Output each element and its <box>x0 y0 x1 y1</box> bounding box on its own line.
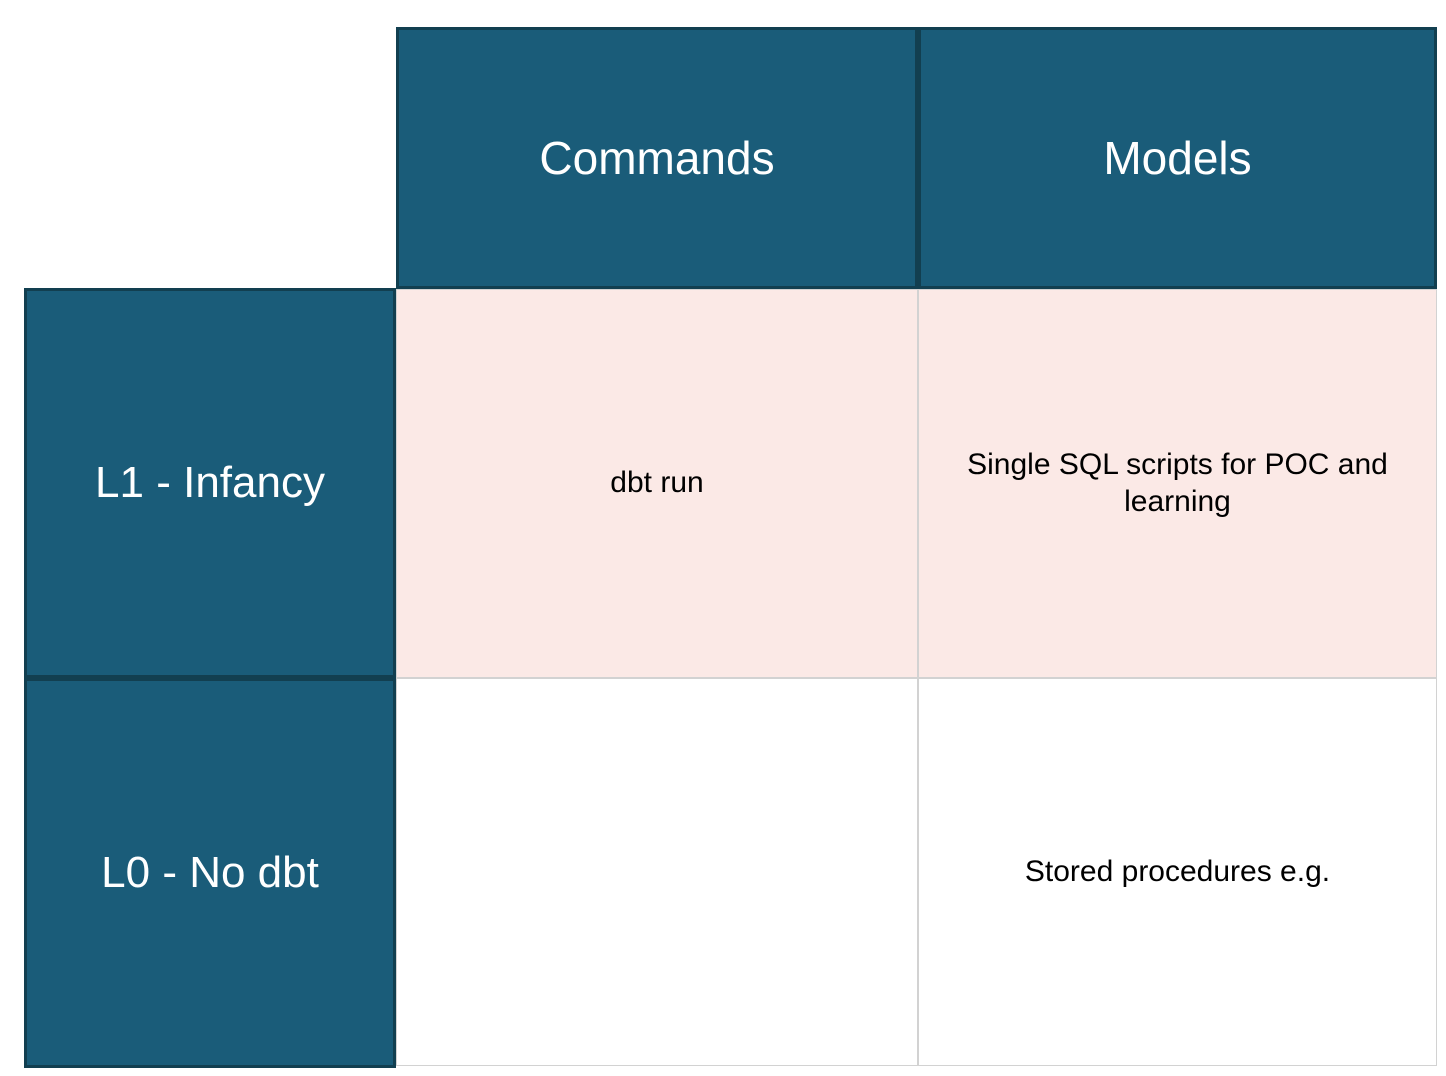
cell-l1-infancy-commands: dbt run <box>396 289 918 678</box>
cell-l0-no-dbt-commands <box>396 678 918 1066</box>
cell-l0-no-dbt-models: Stored procedures e.g. <box>918 678 1437 1066</box>
row-header-l1-infancy: L1 - Infancy <box>24 288 396 678</box>
cell-l1-infancy-models-text: Single SQL scripts for POC and learning <box>967 447 1388 518</box>
column-header-commands: Commands <box>396 27 918 289</box>
row-header-l1-infancy-label: L1 - Infancy <box>95 458 325 508</box>
cell-l1-infancy-commands-text: dbt run <box>610 466 704 500</box>
row-header-l0-no-dbt-label: L0 - No dbt <box>101 848 319 898</box>
table-corner-blank <box>24 27 396 289</box>
column-header-models-label: Models <box>1103 131 1252 184</box>
cell-l1-infancy-models: Single SQL scripts for POC and learning <box>918 289 1437 678</box>
row-header-l0-no-dbt: L0 - No dbt <box>24 678 396 1068</box>
cell-l0-no-dbt-models-text: Stored procedures e.g. <box>1024 854 1331 888</box>
column-header-commands-label: Commands <box>539 131 775 184</box>
column-header-models: Models <box>918 27 1437 289</box>
